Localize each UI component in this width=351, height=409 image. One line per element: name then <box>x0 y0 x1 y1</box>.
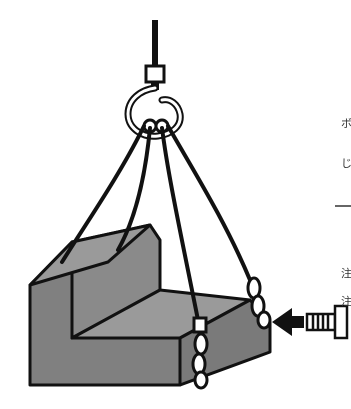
arrow-left-icon <box>272 308 304 336</box>
wire-rope <box>152 20 158 66</box>
eye-bolt-icon <box>307 306 347 338</box>
swivel-box <box>146 66 164 82</box>
margin-text-3: 注 <box>341 268 351 279</box>
margin-text-4: 注 <box>341 296 351 307</box>
margin-text-1: ボ <box>341 118 351 129</box>
margin-text-2: じ <box>341 158 351 169</box>
crane-hook-icon <box>128 88 180 136</box>
